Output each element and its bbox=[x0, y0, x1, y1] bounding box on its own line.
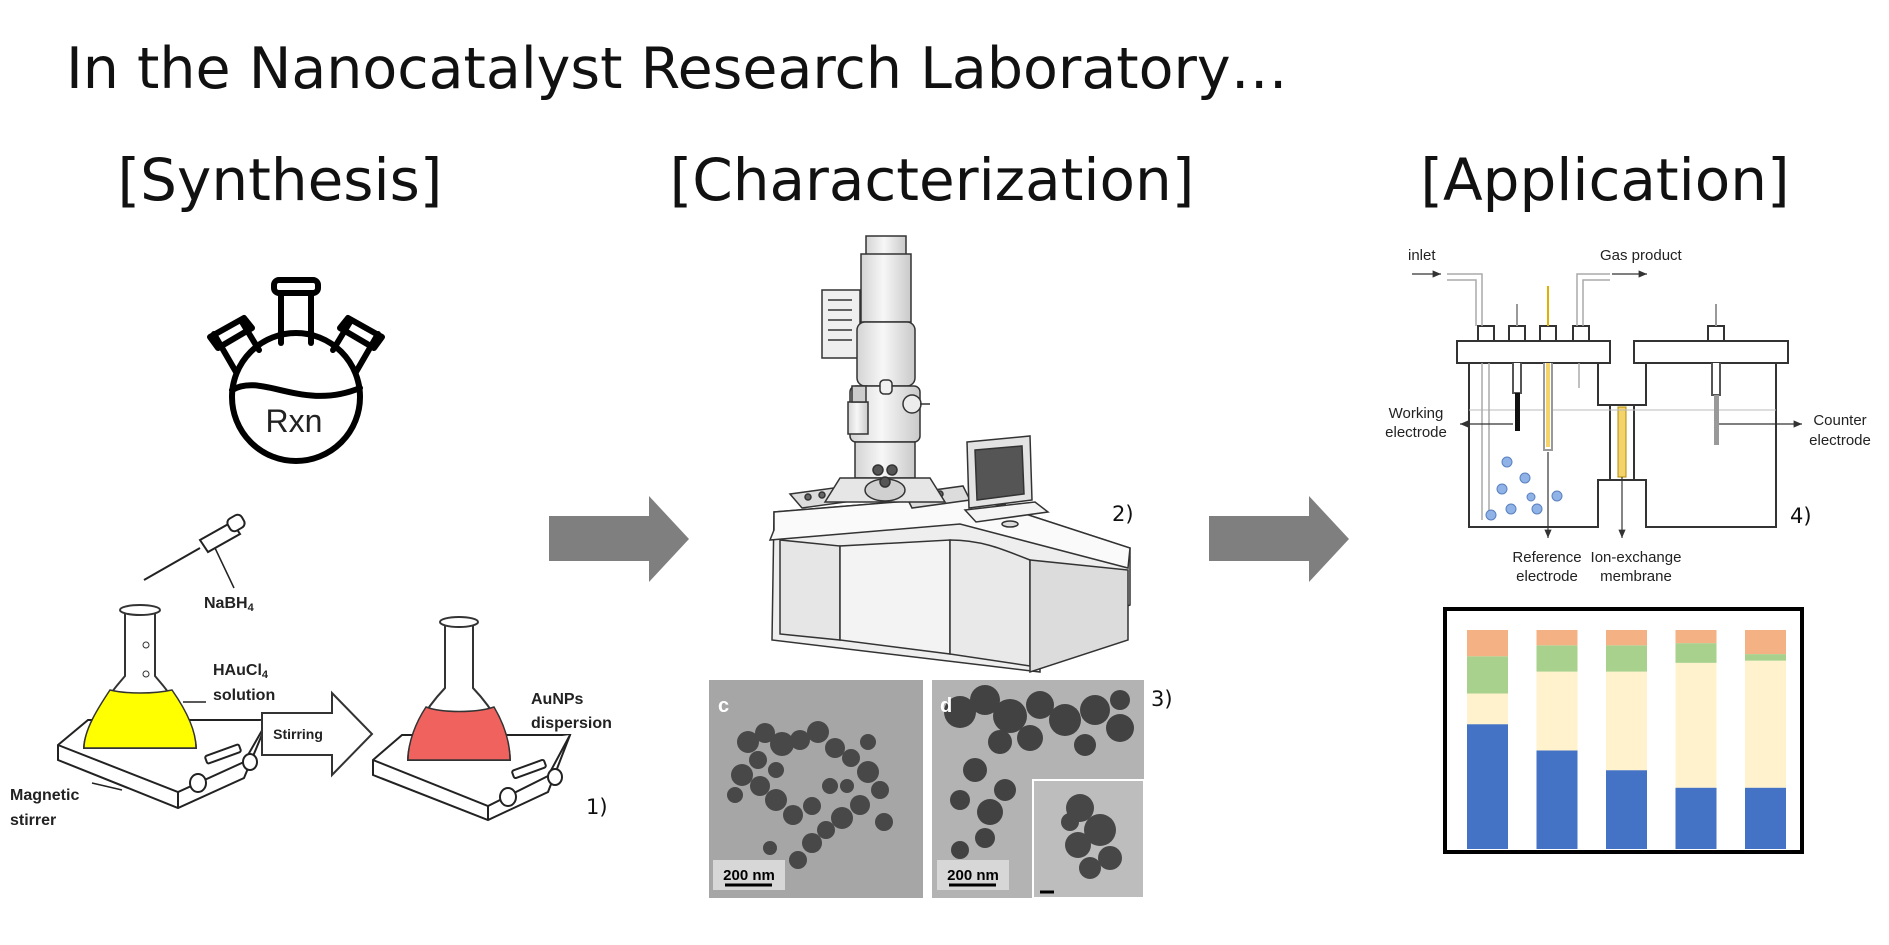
arrow-characterization-to-application bbox=[1209, 496, 1349, 582]
panel-d-label: d bbox=[940, 695, 952, 717]
bar-segment-4-1 bbox=[1675, 787, 1717, 849]
membrane-label: membrane bbox=[1600, 568, 1672, 585]
tem-image-d: d 200 nm bbox=[932, 680, 1145, 899]
dispersion-label: dispersion bbox=[531, 715, 612, 732]
aunps-label: AuNPs bbox=[531, 691, 584, 708]
ion-exchange-label: Ion-exchange bbox=[1591, 549, 1682, 566]
bar-segment-4-3 bbox=[1675, 643, 1717, 663]
bar-segment-5-1 bbox=[1745, 787, 1786, 849]
heading-characterization: [Characterization] bbox=[670, 146, 1195, 214]
panel-c-label: c bbox=[718, 695, 729, 717]
gas-product-label: Gas product bbox=[1600, 247, 1683, 264]
bar-segment-3-3 bbox=[1606, 645, 1647, 672]
inlet-label: inlet bbox=[1408, 247, 1436, 264]
chart-bars bbox=[1467, 630, 1786, 849]
bar-segment-2-2 bbox=[1536, 671, 1578, 751]
three-neck-flask-icon bbox=[207, 277, 385, 464]
dropper-icon bbox=[143, 513, 246, 581]
bar-segment-5-2 bbox=[1745, 660, 1786, 788]
bar-segment-4-4 bbox=[1675, 630, 1717, 644]
flask-label: Rxn bbox=[266, 403, 323, 439]
stirrer-label: stirrer bbox=[10, 812, 56, 829]
reference-electrode-label: electrode bbox=[1516, 568, 1578, 585]
erlenmeyer-flask-1 bbox=[82, 604, 198, 749]
bar-segment-1-4 bbox=[1467, 630, 1508, 657]
bar-segment-3-2 bbox=[1606, 671, 1647, 771]
ref-3: 3) bbox=[1151, 687, 1173, 711]
bar-segment-5-4 bbox=[1745, 630, 1786, 655]
counter-electrode-label: electrode bbox=[1809, 432, 1871, 449]
page-title: In the Nanocatalyst Research Laboratory… bbox=[66, 36, 1288, 102]
bar-segment-1-3 bbox=[1467, 656, 1508, 694]
bar-segment-3-4 bbox=[1606, 630, 1647, 646]
stacked-bar-chart bbox=[1443, 607, 1804, 854]
bar-segment-2-4 bbox=[1536, 630, 1578, 646]
scale-bar-c: 200 nm bbox=[723, 867, 775, 884]
stirrer-leader bbox=[91, 782, 123, 791]
nabh4-leader bbox=[214, 547, 235, 589]
stirring-arrow-icon bbox=[261, 690, 374, 778]
haucl4-label: HAuCl4 bbox=[213, 662, 269, 681]
bar-segment-1-2 bbox=[1467, 693, 1508, 725]
h-cell-diagram bbox=[1447, 273, 1789, 528]
heading-synthesis: [Synthesis] bbox=[118, 146, 443, 214]
nabh4-label: NaBH4 bbox=[204, 595, 255, 614]
working-label: Working bbox=[1389, 405, 1444, 422]
bar-segment-3-1 bbox=[1606, 770, 1647, 849]
electron-microscope-icon bbox=[768, 235, 1131, 674]
bar-segment-1-1 bbox=[1467, 724, 1508, 849]
bar-segment-2-3 bbox=[1536, 645, 1578, 672]
arrow-synthesis-to-characterization bbox=[549, 496, 689, 582]
erlenmeyer-flask-2 bbox=[406, 616, 512, 761]
ref-1: 1) bbox=[586, 795, 608, 819]
aunps-dispersion-liquid bbox=[407, 706, 511, 761]
bar-segment-4-2 bbox=[1675, 662, 1717, 788]
heading-application: [Application] bbox=[1420, 146, 1789, 214]
stirring-label: Stirring bbox=[273, 726, 323, 742]
ref-4: 4) bbox=[1790, 504, 1812, 528]
tem-image-c: c 200 nm bbox=[709, 680, 923, 898]
bar-segment-2-1 bbox=[1536, 750, 1578, 849]
working-electrode-label: electrode bbox=[1385, 424, 1447, 441]
ref-2: 2) bbox=[1112, 502, 1134, 526]
reference-label: Reference bbox=[1512, 549, 1581, 566]
scale-bar-d: 200 nm bbox=[947, 867, 999, 884]
haucl4-solution-liquid bbox=[83, 689, 197, 749]
solution-label: solution bbox=[213, 687, 275, 704]
counter-label: Counter bbox=[1813, 412, 1866, 429]
magnetic-label: Magnetic bbox=[10, 787, 79, 804]
bar-segment-5-3 bbox=[1745, 654, 1786, 661]
h-cell-leaders bbox=[1412, 270, 1802, 538]
gas-bubbles bbox=[1485, 456, 1563, 521]
